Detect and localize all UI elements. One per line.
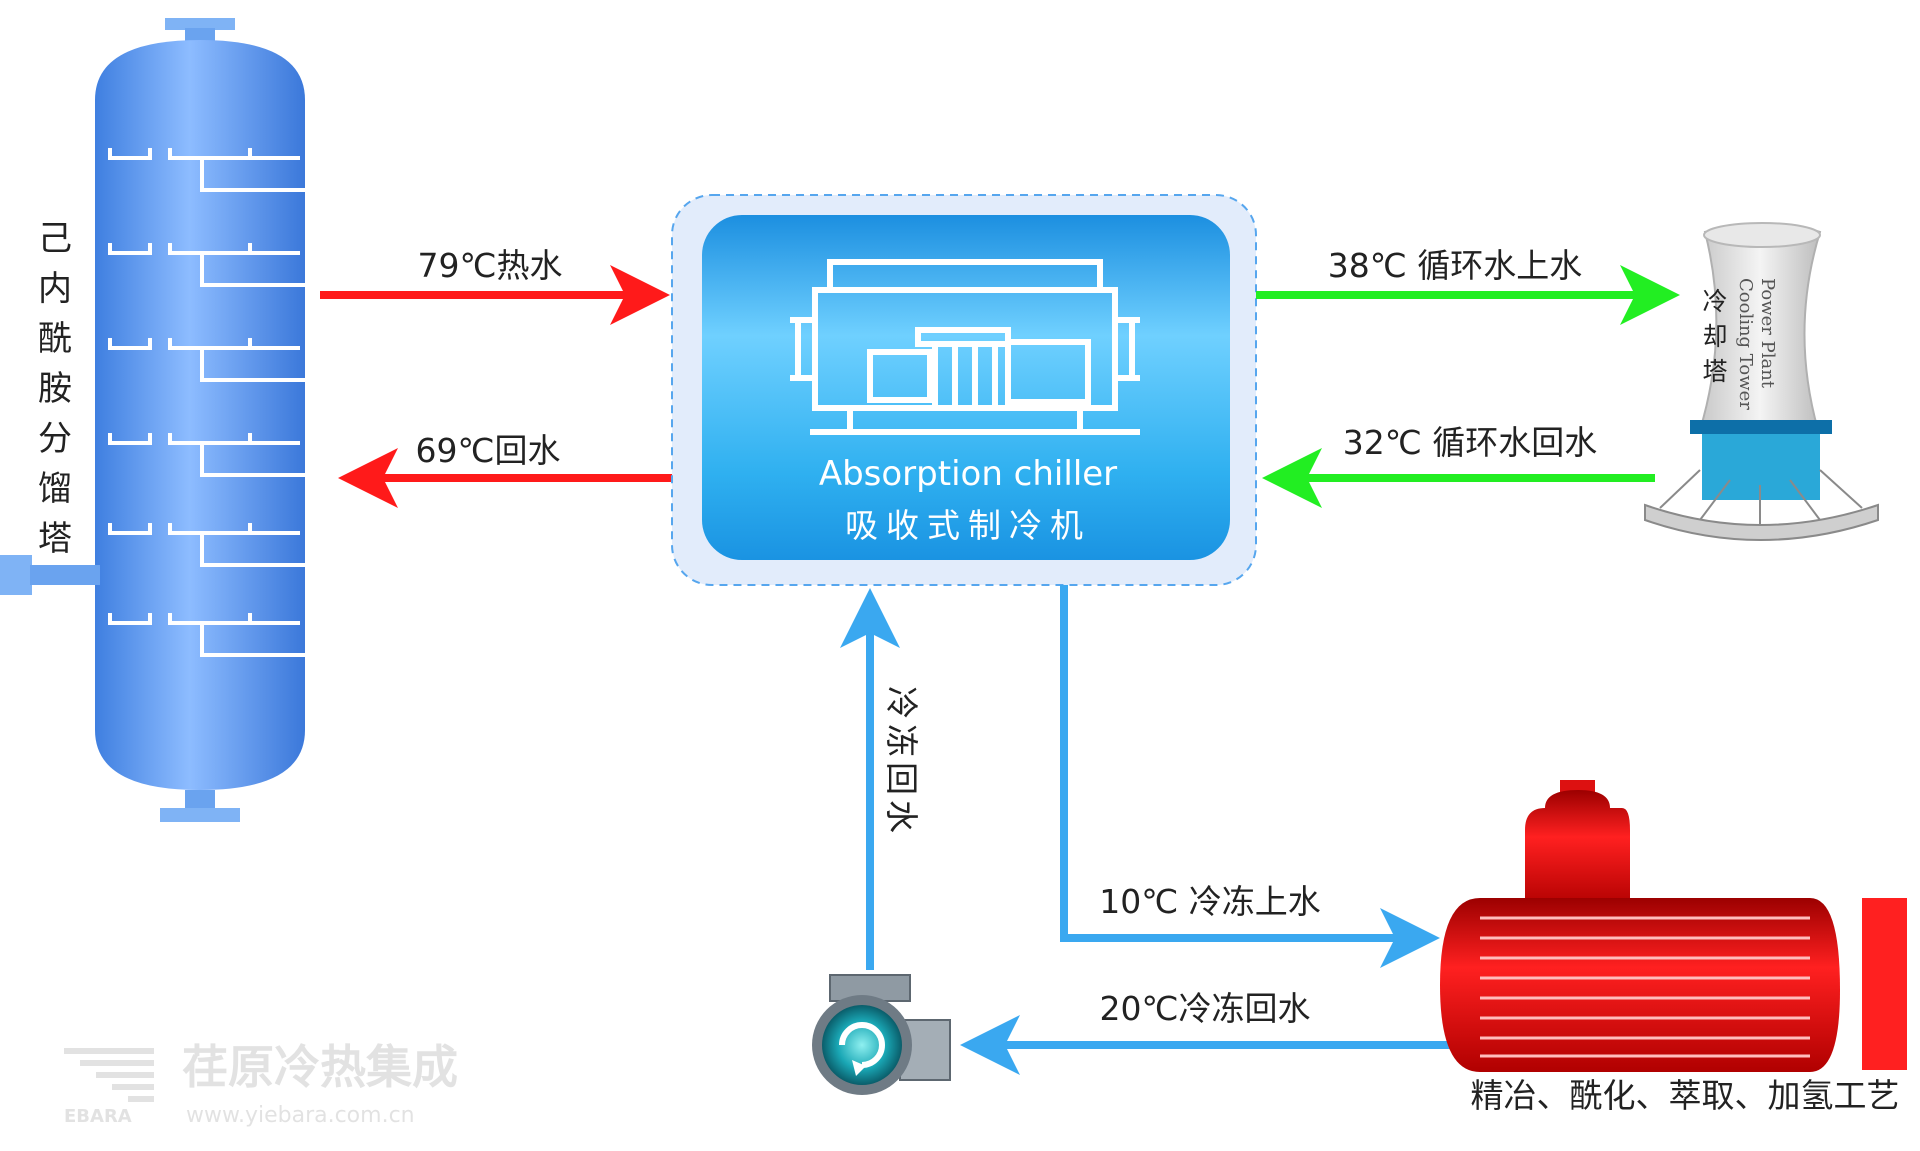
column-top-flange	[165, 18, 235, 30]
hot-supply-flow: 79℃热水	[320, 246, 670, 325]
tower-base	[1644, 503, 1879, 541]
chilled-return-label: 20℃冷冻回水	[1099, 989, 1310, 1028]
tower-legs	[1659, 469, 1863, 525]
arrow-up-icon	[840, 588, 900, 648]
chilled-supply-flow: 10℃ 冷冻上水	[1060, 585, 1440, 968]
cooling-supply-label: 38℃ 循环水上水	[1328, 246, 1583, 285]
cooling-supply-flow: 38℃ 循环水上水	[1256, 246, 1680, 325]
tray	[108, 523, 320, 567]
rotation-arrow-icon	[852, 1060, 866, 1076]
watermark-logo-text: EBARA	[64, 1106, 132, 1127]
pump	[812, 974, 951, 1095]
hot-return-label: 69℃回水	[415, 431, 560, 470]
hot-supply-label: 79℃热水	[417, 246, 562, 285]
column-label: 己 内 酰 胺 分 馏 塔	[38, 219, 72, 559]
cooling-return-label: 32℃ 循环水回水	[1343, 423, 1598, 462]
column-label-char: 内	[38, 269, 72, 309]
column-label-char: 分	[38, 419, 72, 459]
chiller-body	[702, 215, 1230, 560]
distillation-column: 己 内 酰 胺 分 馏 塔	[0, 18, 320, 822]
chiller-title-en: Absorption chiller	[819, 454, 1117, 494]
column-shell	[95, 40, 305, 790]
exchanger-end-cap	[1862, 898, 1907, 1070]
rotation-icon	[839, 1022, 885, 1068]
arrow-left-icon	[1262, 448, 1322, 508]
tower-label-en-2: Cooling Tower	[1735, 278, 1756, 410]
column-trays	[108, 148, 320, 657]
exchanger-shell	[1440, 898, 1840, 1072]
absorption-chiller: Absorption chiller 吸收式制冷机	[671, 194, 1257, 586]
tower-label-char: 塔	[1702, 357, 1727, 386]
chilled-supply-label: 10℃ 冷冻上水	[1099, 882, 1321, 921]
arrow-right-icon	[610, 265, 670, 325]
chilled-return-vertical-char: 水	[882, 800, 921, 833]
arrow-right-icon	[1620, 265, 1680, 325]
column-label-char: 己	[38, 219, 72, 259]
arrow-left-icon	[338, 448, 398, 508]
column-bottom-nozzle	[185, 790, 215, 810]
tray	[108, 243, 320, 287]
chiller-machine-icon	[790, 259, 1140, 435]
tower-label-cn: 冷 却 塔	[1702, 287, 1727, 386]
pump-impeller	[822, 1005, 902, 1085]
watermark-url: www.yiebara.com.cn	[186, 1103, 415, 1128]
heat-exchanger: 精冶、酰化、萃取、加氢工艺	[1440, 780, 1907, 1115]
column-label-char: 馏	[38, 469, 72, 509]
tower-deck	[1690, 420, 1832, 434]
tower-label-char: 却	[1702, 322, 1727, 351]
tower-label-char: 冷	[1702, 287, 1727, 316]
tower-label-en-1: Power Plant	[1757, 278, 1778, 389]
chilled-return-vertical-label: 冷 冻 回 水	[882, 686, 921, 833]
column-label-char: 塔	[38, 519, 72, 559]
column-side-nozzle	[30, 565, 100, 585]
exchanger-dome	[1525, 790, 1630, 908]
tray	[108, 613, 320, 657]
column-label-char: 酰	[38, 319, 72, 359]
arrow-left-icon	[960, 1015, 1020, 1075]
chilled-return-vertical-flow: 冷 冻 回 水	[840, 588, 921, 970]
cooling-return-flow: 32℃ 循环水回水	[1262, 423, 1655, 508]
chilled-return-vertical-char: 回	[882, 762, 921, 795]
column-side-flange	[0, 555, 32, 595]
tray	[108, 433, 320, 477]
tray	[108, 338, 320, 382]
watermark: EBARA 荏原冷热集成 www.yiebara.com.cn	[64, 1040, 458, 1128]
exchanger-caption: 精冶、酰化、萃取、加氢工艺	[1471, 1076, 1900, 1115]
arrow-right-icon	[1380, 908, 1440, 968]
chilled-return-vertical-char: 冻	[882, 724, 921, 757]
chiller-title-cn: 吸收式制冷机	[845, 506, 1091, 545]
hot-return-flow: 69℃回水	[338, 431, 672, 508]
watermark-company: 荏原冷热集成	[182, 1040, 458, 1094]
cooling-tower: 冷 却 塔 Power Plant Cooling Tower	[1644, 222, 1879, 541]
tray	[108, 148, 320, 192]
exchanger-tubes	[1480, 916, 1810, 1058]
ebara-logo	[64, 1048, 154, 1102]
column-bottom-flange	[160, 808, 240, 822]
chilled-return-vertical-char: 冷	[882, 686, 921, 719]
tower-rim	[1703, 222, 1821, 248]
chilled-return-flow: 20℃冷冻回水	[960, 989, 1450, 1075]
column-label-char: 胺	[38, 369, 72, 409]
